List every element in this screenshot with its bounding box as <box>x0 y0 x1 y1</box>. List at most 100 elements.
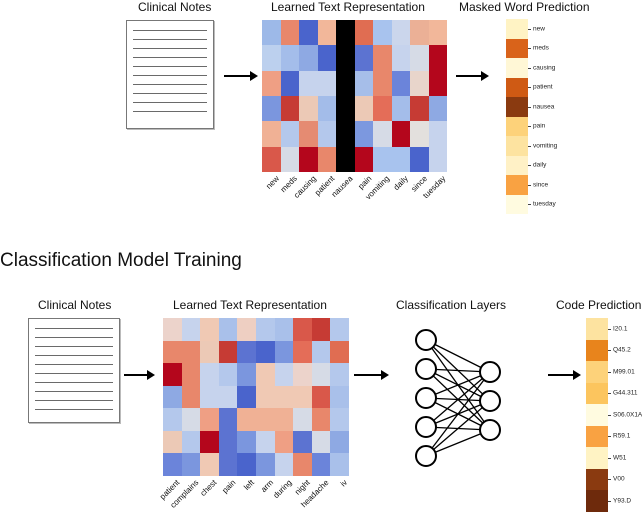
bottom-heatmap-cell <box>218 340 238 364</box>
prediction-row: G44.311 <box>586 382 637 404</box>
prediction-tick <box>528 184 531 186</box>
bottom-heatmap-cell <box>237 363 256 386</box>
top-heatmap-cell <box>280 45 299 71</box>
top-heatmap-cell <box>410 96 429 122</box>
top-heatmap <box>262 20 447 172</box>
prediction-tick <box>528 106 531 108</box>
prediction-tick <box>608 328 611 330</box>
top-arrow-notes-to-repr <box>224 71 258 81</box>
top-heatmap-cell <box>262 146 281 172</box>
bottom-heatmap-cell <box>293 408 312 431</box>
prediction-row: vomiting <box>506 136 557 156</box>
top-heatmap-cell <box>428 45 447 71</box>
top-heatmap-cell <box>391 20 410 46</box>
prediction-row: new <box>506 19 545 39</box>
top-heatmap-cell <box>373 45 392 71</box>
bottom-notes-title: Clinical Notes <box>38 298 112 312</box>
prediction-tick <box>528 87 531 89</box>
bottom-heatmap-cell <box>330 453 349 476</box>
bottom-heatmap-cell <box>330 385 349 409</box>
bottom-heatmap-cell <box>237 340 256 364</box>
x-axis-label: daily <box>392 174 411 192</box>
x-axis-label: left <box>242 478 257 492</box>
network-node <box>479 390 501 412</box>
bottom-heatmap-cell <box>274 340 294 364</box>
bottom-heatmap-cell <box>330 430 349 454</box>
bottom-repr-title: Learned Text Representation <box>173 298 327 312</box>
prediction-row: M99.01 <box>586 361 635 383</box>
prediction-label: W51 <box>613 454 627 462</box>
network-node <box>415 445 437 467</box>
network-edge <box>425 371 491 428</box>
top-heatmap-cell <box>391 121 410 147</box>
prediction-row: Q45.2 <box>586 339 631 361</box>
x-axis-label: chest <box>198 478 219 498</box>
prediction-tick <box>608 457 611 459</box>
prediction-label: vomiting <box>533 142 558 150</box>
prediction-row: R59.1 <box>586 425 630 447</box>
network-node <box>415 329 437 351</box>
network-edge <box>425 339 491 373</box>
top-heatmap-cell <box>428 121 447 147</box>
bottom-heatmap-cell <box>200 385 219 409</box>
top-heatmap-cell <box>391 45 410 71</box>
bottom-heatmap-cell <box>218 408 238 431</box>
bottom-heatmap-cell <box>293 453 312 476</box>
top-heatmap-cell <box>373 20 392 46</box>
bottom-heatmap-cell <box>237 430 256 454</box>
bottom-heatmap-cell <box>218 318 238 341</box>
bottom-heatmap-cell <box>200 340 219 364</box>
top-heatmap-cell <box>410 146 429 172</box>
bottom-heatmap-cell <box>181 340 201 364</box>
network-node <box>479 361 501 383</box>
section-title: Classification Model Training <box>0 250 242 271</box>
bottom-heatmap-cell <box>311 408 331 431</box>
top-heatmap-cell <box>410 20 429 46</box>
top-heatmap-cell <box>354 146 373 172</box>
top-heatmap-cell <box>336 20 355 46</box>
top-heatmap-cell <box>428 20 447 46</box>
top-heatmap-cell <box>336 146 355 172</box>
x-axis-label: iv <box>338 478 350 489</box>
x-axis-label: new <box>263 174 281 191</box>
top-heatmap-cell <box>299 146 318 172</box>
prediction-label: pain <box>533 122 546 130</box>
bottom-heatmap-cell <box>256 408 275 431</box>
bottom-heatmap-cell <box>163 318 182 341</box>
bottom-heatmap-cell <box>330 318 349 341</box>
bottom-heatmap-cell <box>181 430 201 454</box>
bottom-heatmap-cell <box>237 318 256 341</box>
bottom-heatmap-cell <box>237 453 256 476</box>
prediction-label: I20.1 <box>613 325 628 333</box>
prediction-label: patient <box>533 83 553 91</box>
bottom-heatmap-cell <box>181 408 201 431</box>
bottom-heatmap-cell <box>218 385 238 409</box>
prediction-label: since <box>533 181 549 189</box>
top-heatmap-cell <box>280 20 299 46</box>
prediction-label: R59.1 <box>613 432 631 440</box>
prediction-row: nausea <box>506 97 554 117</box>
prediction-row: V00 <box>586 468 625 490</box>
bottom-heatmap-cell <box>218 363 238 386</box>
bottom-heatmap-cell <box>181 385 201 409</box>
top-heatmap-cell <box>336 121 355 147</box>
prediction-label: new <box>533 25 545 33</box>
top-heatmap-cell <box>354 20 373 46</box>
network-node <box>415 358 437 380</box>
prediction-tick <box>528 67 531 69</box>
top-heatmap-cell <box>410 70 429 96</box>
top-heatmap-cell <box>428 96 447 122</box>
prediction-row: meds <box>506 38 549 58</box>
bottom-arrow-layers-to-pred <box>548 370 581 380</box>
top-heatmap-cell <box>373 146 392 172</box>
top-heatmap-cell <box>317 96 336 122</box>
bottom-heatmap-cell <box>200 408 219 431</box>
bottom-arrow-notes-to-repr <box>124 370 155 380</box>
prediction-row: since <box>506 175 548 195</box>
top-heatmap-cell <box>354 45 373 71</box>
top-heatmap-cell <box>391 146 410 172</box>
x-axis-label: pain <box>220 478 238 496</box>
top-heatmap-cell <box>280 96 299 122</box>
